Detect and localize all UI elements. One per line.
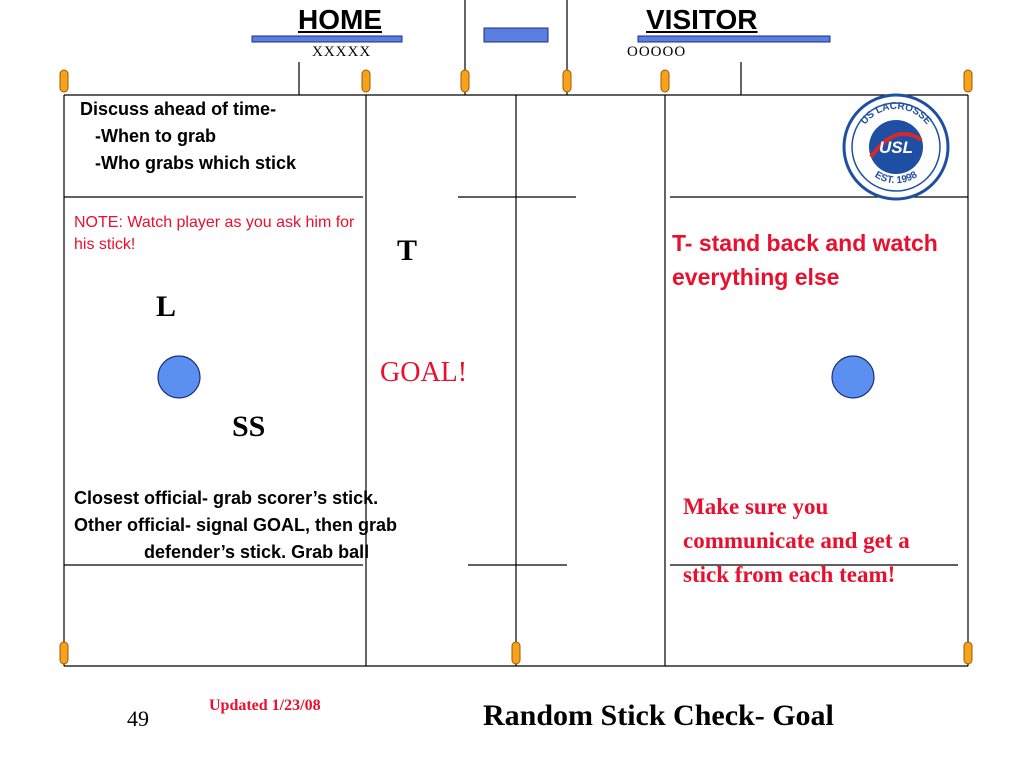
home-bench (251, 35, 403, 43)
logo-center-text: USL (879, 138, 913, 157)
pylon-icon (511, 641, 521, 665)
goal-crease-left (157, 355, 201, 399)
pylon-icon (460, 69, 470, 93)
goal-call-label: GOAL! (380, 357, 468, 388)
home-player-marks: XXXXX (312, 44, 372, 60)
visitor-bench (637, 35, 831, 43)
goal-crease-right (831, 355, 875, 399)
home-team-label: HOME (298, 4, 382, 35)
closest-official-note: Closest official- grab scorer’s stick. O… (74, 488, 398, 562)
pylon-icon (361, 69, 371, 93)
pylon-icon (562, 69, 572, 93)
slide-number: 49 (127, 706, 149, 731)
single-side-official-marker: SS (232, 410, 266, 443)
trail-official-marker: T (397, 234, 418, 267)
visitor-team-label: VISITOR (646, 4, 758, 35)
trail-official-note: T- stand back and watch everything else (672, 230, 938, 290)
pylon-icon (59, 69, 69, 93)
updated-date: Updated 1/23/08 (209, 697, 321, 714)
pylon-icon (59, 641, 69, 665)
us-lacrosse-logo-icon: US LACROSSE EST. 1998 USL (842, 93, 950, 201)
slide-title: Random Stick Check- Goal (483, 699, 834, 732)
pylon-icon (660, 69, 670, 93)
watch-player-note: NOTE: Watch player as you ask him for hi… (74, 214, 355, 253)
pylon-icon (963, 69, 973, 93)
pylon-icon (963, 641, 973, 665)
visitor-player-marks: OOOOO (627, 44, 687, 60)
lead-official-marker: L (156, 290, 177, 323)
table-box (483, 27, 549, 43)
communicate-note: Make sure you communicate and get a stic… (683, 494, 910, 587)
discuss-ahead-note: Discuss ahead of time- -When to grab -Wh… (80, 99, 297, 173)
